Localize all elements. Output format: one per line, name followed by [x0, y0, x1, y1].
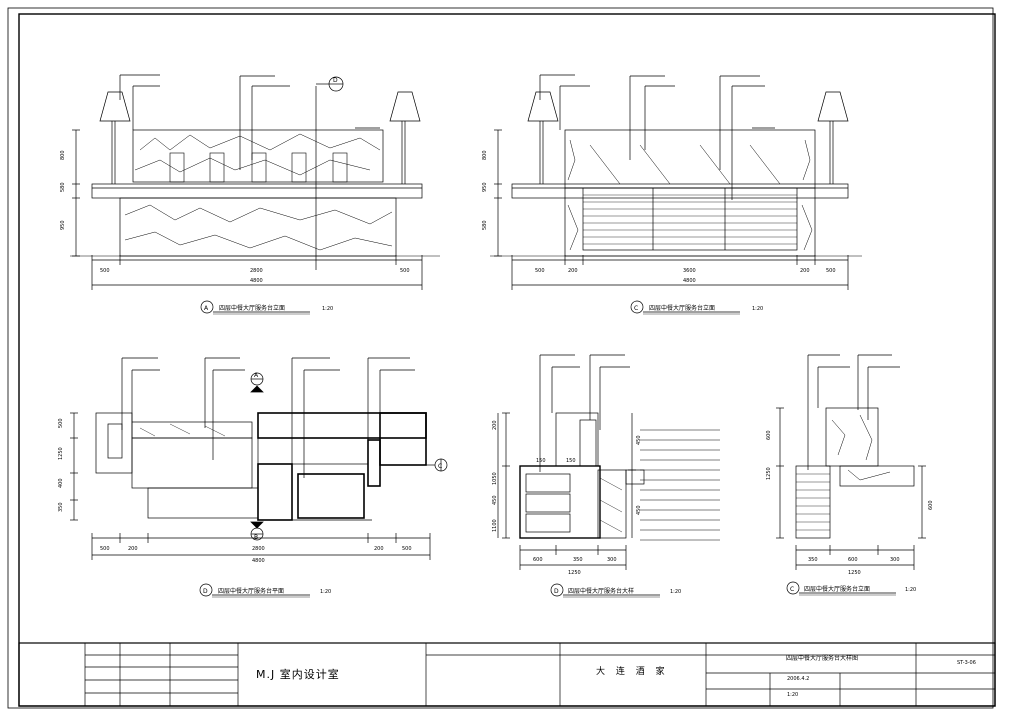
- title-block: [18, 642, 996, 707]
- section-d: [497, 354, 720, 570]
- section-marker-d-letter: D: [333, 77, 338, 84]
- dim-e-right: 600: [928, 500, 934, 510]
- dim-d-2: 350: [573, 557, 583, 563]
- dim-b-5: 500: [826, 268, 836, 274]
- dim-e-left-2: 1250: [766, 467, 772, 480]
- dim-b-left-1: 800: [482, 150, 488, 160]
- studio-name: M.J 室内设计室: [256, 668, 340, 681]
- dim-b-3: 3600: [683, 268, 696, 274]
- view-title-e: 四层中餐大厅服务台立面: [804, 585, 870, 593]
- view-scale-d: 1:20: [670, 589, 681, 595]
- dim-c-4: 200: [374, 546, 384, 552]
- dim-c-left-2: 1250: [58, 447, 64, 460]
- dim-a-1: 500: [100, 268, 110, 274]
- dim-b-total: 4800: [683, 278, 696, 284]
- dim-b-left-2: 950: [482, 182, 488, 192]
- dim-d-right-1: 450: [636, 435, 642, 445]
- view-scale-c: 1:20: [320, 589, 331, 595]
- section-marker-b-letter: B: [254, 534, 258, 541]
- dim-misc-1: 150: [536, 458, 546, 464]
- view-title-d: 四层中餐大厅服务台大样: [568, 587, 634, 595]
- section-marker-a: [250, 372, 264, 393]
- dim-d-left-2: 1050: [492, 472, 498, 485]
- elevation-a: [70, 74, 440, 290]
- dim-a-total: 4800: [250, 278, 263, 284]
- elevation-e: [776, 354, 926, 570]
- plan-c: [70, 357, 431, 560]
- dim-a-left-1: 800: [60, 150, 66, 160]
- dim-d-left-3: 450: [492, 495, 498, 505]
- dim-b-1: 500: [535, 268, 545, 274]
- dim-b-4: 200: [800, 268, 810, 274]
- dim-b-2: 200: [568, 268, 578, 274]
- dim-a-left-3: 950: [60, 220, 66, 230]
- dim-b-left-3: 580: [482, 220, 488, 230]
- dim-misc-2: 150: [566, 458, 576, 464]
- titleblock-date: 2006.4.2: [787, 676, 810, 682]
- view-scale-a: 1:20: [322, 306, 333, 312]
- dim-c-left-3: 400: [58, 478, 64, 488]
- section-marker-d: [316, 76, 344, 92]
- dim-c-5: 500: [402, 546, 412, 552]
- dim-a-2: 2800: [250, 268, 263, 274]
- view-marker-a: [200, 300, 214, 314]
- dim-e-left-1: 600: [766, 430, 772, 440]
- view-marker-a-letter: A: [204, 305, 209, 312]
- titleblock-scale: 1:20: [787, 692, 799, 698]
- view-marker-d-letter: D: [554, 588, 559, 595]
- dim-c-left-4: 350: [58, 502, 64, 512]
- section-marker-c-letter: C: [438, 463, 442, 470]
- view-marker-c-letter: D: [203, 588, 208, 595]
- dim-d-left-1: 200: [492, 420, 498, 430]
- dim-e-total: 1250: [848, 570, 861, 576]
- view-scale-e: 1:20: [905, 587, 916, 593]
- titleblock-drawing-title: 四层中餐大厅服务台大样图: [786, 655, 859, 662]
- dim-e-2: 600: [848, 557, 858, 563]
- dim-c-1: 500: [100, 546, 110, 552]
- dim-d-3: 300: [607, 557, 617, 563]
- view-title-c: 四层中餐大厅服务台平面: [218, 587, 284, 595]
- project-name: 大 连 酒 家: [596, 667, 669, 677]
- dim-a-3: 500: [400, 268, 410, 274]
- view-scale-b: 1:20: [752, 306, 763, 312]
- view-marker-b: [630, 300, 644, 314]
- dim-c-2: 200: [128, 546, 138, 552]
- view-marker-e: [786, 581, 800, 595]
- dim-d-left-4: 1100: [492, 519, 498, 532]
- dim-d-total: 1250: [568, 570, 581, 576]
- dim-e-3: 300: [890, 557, 900, 563]
- titleblock-drawing-no: ST-3-06: [957, 660, 976, 666]
- dim-c-3: 2800: [252, 546, 265, 552]
- dim-d-right-2: 450: [636, 505, 642, 515]
- view-title-a: 四层中餐大厅服务台立面: [219, 304, 285, 312]
- view-marker-c: [199, 583, 213, 597]
- dim-c-total: 4800: [252, 558, 265, 564]
- view-title-b: 四层中餐大厅服务台立面: [649, 304, 715, 312]
- dim-d-1: 600: [533, 557, 543, 563]
- elevation-b: [490, 74, 862, 290]
- section-marker-a-letter: A: [254, 372, 259, 379]
- dim-c-left-1: 500: [58, 418, 64, 428]
- section-marker-b: [250, 521, 264, 541]
- view-marker-d: [550, 583, 564, 597]
- dim-e-1: 350: [808, 557, 818, 563]
- view-marker-e-letter: C: [790, 586, 794, 593]
- view-marker-b-letter: C: [634, 305, 638, 312]
- dim-a-left-2: 580: [60, 182, 66, 192]
- section-marker-c: [426, 458, 448, 472]
